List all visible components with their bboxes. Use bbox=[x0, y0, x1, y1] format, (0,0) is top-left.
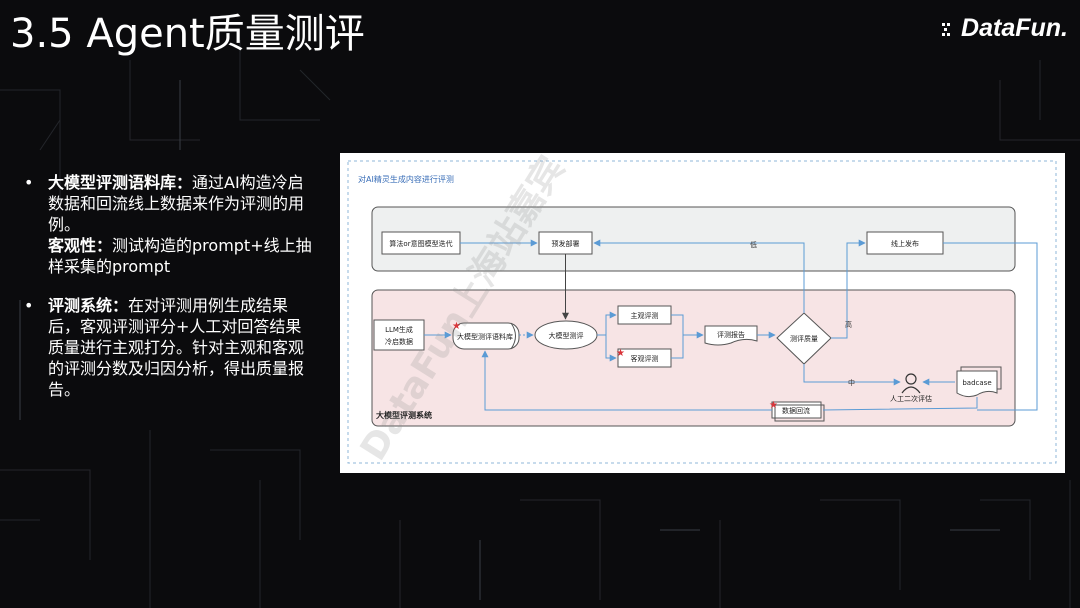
diagram-frame-title: 对AI精灵生成内容进行评测 bbox=[358, 174, 454, 184]
bullet-dot: • bbox=[24, 296, 34, 315]
node-human-review-label: 人工二次评估 bbox=[890, 394, 932, 403]
node-pre-deploy-label: 预发部署 bbox=[552, 239, 580, 248]
bullet-heading: 大模型评测语料库： bbox=[48, 173, 193, 192]
arrow-low bbox=[593, 239, 805, 313]
node-quality-label: 测评质量 bbox=[790, 334, 818, 343]
node-algo-iter-label: 算法or意图模型迭代 bbox=[389, 239, 452, 248]
node-data-backflow-label: 数据回流 bbox=[782, 406, 810, 415]
bullet-heading: 评测系统： bbox=[48, 296, 129, 315]
slide-title: 3.5 Agent质量测评 bbox=[10, 11, 365, 57]
arrow-badcase-down bbox=[822, 397, 978, 411]
node-llm-eval-label: 大模型测评 bbox=[549, 331, 584, 340]
bullet-list: • 大模型评测语料库：通过AI构造冷启数据和回流线上数据来作为评测的用例。 客观… bbox=[24, 172, 314, 418]
bullet-dot: • bbox=[24, 173, 34, 192]
bullet-sub-heading: 客观性： bbox=[48, 236, 113, 255]
logo-mark-icon bbox=[942, 22, 951, 36]
bullet-body: 在对评测用例生成结果后，客观评测评分+人工对回答结果质量进行主观打分。针对主观和… bbox=[48, 296, 305, 399]
star-icon: ★ bbox=[616, 348, 625, 359]
bullet-item-system: • 评测系统：在对评测用例生成结果后，客观评测评分+人工对回答结果质量进行主观打… bbox=[24, 295, 314, 400]
edge-label-mid: 中 bbox=[848, 378, 855, 387]
system-label: 大模型评测系统 bbox=[376, 410, 432, 420]
arrow-backflow-to-corpus bbox=[481, 350, 772, 411]
node-corpus bbox=[452, 322, 520, 350]
edge-label-high: 高 bbox=[845, 320, 852, 329]
bullet-sub-body: 测试构造的prompt+线上抽样采集的prompt bbox=[48, 236, 312, 276]
node-llm-cold-start-line1: LLM生成 bbox=[385, 325, 413, 334]
bullet-item-corpus: • 大模型评测语料库：通过AI构造冷启数据和回流线上数据来作为评测的用例。 客观… bbox=[24, 172, 314, 277]
node-report bbox=[704, 325, 758, 346]
node-online-release-label: 线上发布 bbox=[891, 239, 919, 248]
arrow-objective-to-report bbox=[671, 335, 684, 359]
bullet-body: 通过AI构造冷启数据和回流线上数据来作为评测的用例。 bbox=[48, 173, 305, 234]
edge-label-low: 低 bbox=[750, 240, 757, 249]
arrow-high bbox=[831, 239, 866, 339]
node-subjective-label: 主观评测 bbox=[631, 311, 659, 320]
arrow-eval-to-objective bbox=[605, 335, 617, 362]
arrow-release-feedback bbox=[943, 242, 1038, 411]
node-report-label: 评测报告 bbox=[717, 330, 745, 339]
bottom-panel bbox=[371, 289, 1016, 427]
node-objective-label: 客观评测 bbox=[631, 354, 659, 363]
logo-text: DataFun. bbox=[961, 14, 1068, 42]
node-badcase-label: badcase bbox=[962, 379, 991, 387]
node-llm-cold-start bbox=[373, 319, 425, 351]
arrow-subjective-to-report bbox=[671, 314, 704, 339]
star-icon: ★ bbox=[452, 321, 461, 332]
star-icon: ★ bbox=[769, 400, 778, 411]
arrow-eval-to-subjective bbox=[597, 311, 617, 336]
evaluation-flow-diagram: 对AI精灵生成内容进行评测 大模型评测系统 算法or意图模型迭代 预发部署 线上… bbox=[340, 153, 1065, 473]
node-llm-cold-start-line2: 冷启数据 bbox=[385, 337, 413, 346]
person-icon bbox=[901, 373, 921, 394]
node-corpus-label: 大模型测评语料库 bbox=[457, 332, 513, 341]
datafun-logo: DataFun. bbox=[942, 14, 1068, 43]
diagram-frame bbox=[347, 160, 1057, 464]
arrow-mid bbox=[803, 364, 901, 386]
top-panel bbox=[371, 206, 1016, 272]
node-badcase bbox=[956, 370, 998, 398]
